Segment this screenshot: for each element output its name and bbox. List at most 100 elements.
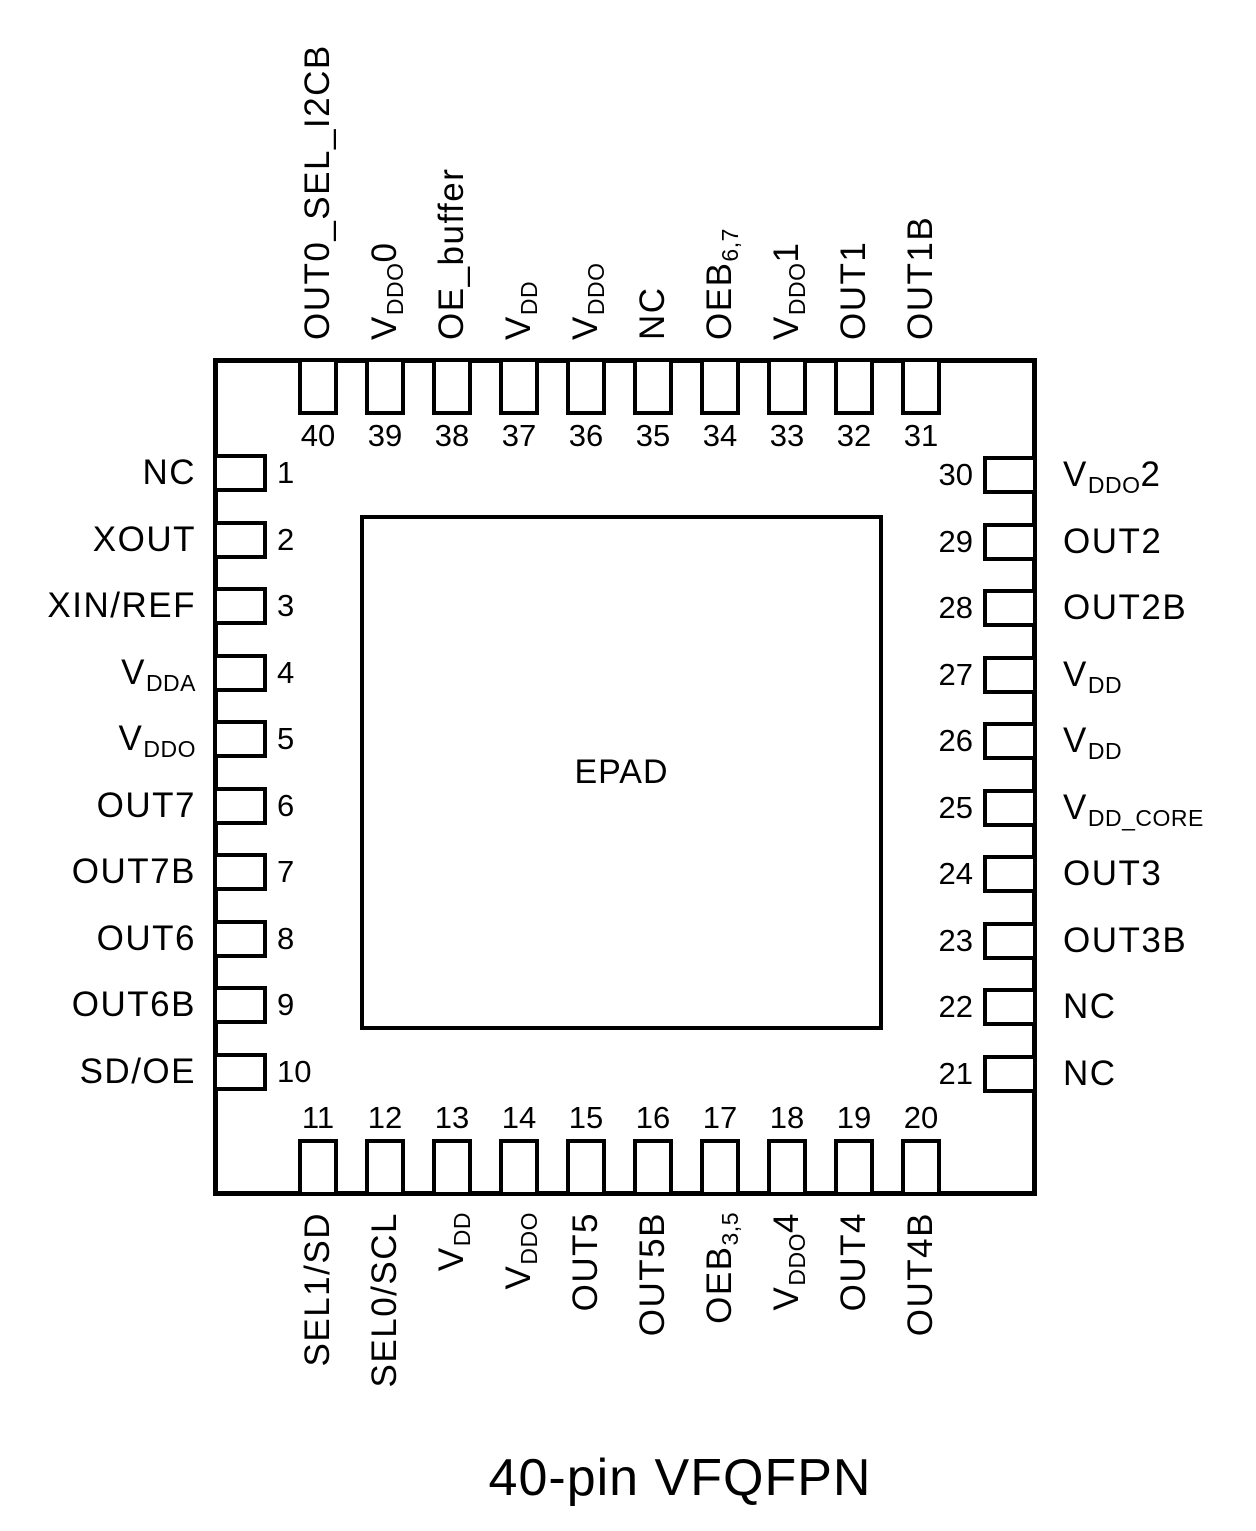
pin-label-subscript: DD (1087, 738, 1123, 764)
pin-label-text: OUT6 (96, 918, 196, 958)
pin-label-subscript: DDO (143, 736, 196, 762)
pin-17-number: 17 (702, 1100, 738, 1135)
pin-label-subscript: DDO (1087, 472, 1141, 498)
pin-20-box (901, 1139, 941, 1196)
pin-label-text: OUT4B (901, 1212, 940, 1337)
pin-21-number: 21 (938, 1055, 973, 1091)
pin-1-box (213, 454, 267, 492)
pin-40-label: OUT0_SEL_I2CB (298, 0, 337, 340)
pin-40-number: 40 (300, 418, 336, 453)
pin-3-number: 3 (277, 588, 295, 623)
pin-label-subscript: DDO (516, 1212, 542, 1265)
pin-35-number: 35 (635, 418, 671, 453)
pin-24-label: OUT3 (1063, 856, 1256, 892)
pin-32-box (834, 358, 874, 415)
pin-31-label: OUT1B (901, 0, 940, 340)
pin-label-subscript: DD_CORE (1087, 804, 1204, 831)
pin-32-number: 32 (836, 418, 872, 453)
pin-label-text: OUT1B (901, 215, 940, 340)
pin-label-text: OUT2B (1063, 588, 1188, 627)
pin-5-box (213, 720, 267, 758)
pin-25-box (983, 788, 1037, 827)
pin-label-text: SD/OE (79, 1051, 196, 1091)
pin-4-box (213, 653, 267, 692)
pin-15-number: 15 (568, 1100, 604, 1135)
pin-22-box (983, 988, 1037, 1026)
pin-33-box (767, 358, 807, 415)
pin-25-label: VDD_CORE (1063, 787, 1256, 831)
pin-20-number: 20 (903, 1100, 939, 1135)
pin-10-box (213, 1052, 267, 1091)
pin-label-text: 1 (767, 241, 806, 263)
pin-30-box (983, 456, 1037, 494)
pin-label-text: NC (142, 453, 196, 492)
pin-label-text: V (1063, 721, 1088, 760)
pin-label-text: SEL1/SD (298, 1212, 337, 1367)
pin-33-number: 33 (769, 418, 805, 453)
pin-39-label: VDDO0 (365, 0, 408, 340)
pin-34-label: OEB6,7 (700, 0, 743, 340)
pin-38-box (432, 358, 472, 415)
pin-label-text: 4 (767, 1212, 806, 1233)
pin-label-text: NC (1063, 987, 1117, 1026)
pin-37-number: 37 (501, 418, 537, 453)
pin-12-box (365, 1139, 405, 1196)
pin-11-box (298, 1139, 338, 1196)
pin-label-text: OUT5 (566, 1212, 605, 1312)
pin-6-label: OUT7 (0, 787, 196, 824)
pin-32-label: OUT1 (834, 0, 873, 340)
pin-label-text: NC (633, 286, 672, 340)
pin-label-text: V (118, 719, 144, 758)
pin-28-box (983, 589, 1037, 627)
pin-29-box (983, 522, 1037, 561)
pin-label-text: NC (1063, 1053, 1117, 1093)
pin-label-text: V (1063, 654, 1088, 694)
pin-label-text: OUT4 (834, 1212, 873, 1312)
pin-6-box (213, 786, 267, 825)
pin-label-subscript: DD (516, 280, 542, 316)
pin-36-label: VDDO (566, 0, 609, 340)
pin-33-label: VDDO1 (767, 0, 810, 340)
pin-label-subscript: DDO (784, 262, 810, 316)
pin-26-number: 26 (938, 723, 973, 758)
pin-label-text: OUT7B (71, 852, 196, 891)
pin-label-text: OUT2 (1063, 521, 1163, 561)
pin-label-text: V (121, 652, 146, 692)
pin-9-label: OUT6B (0, 987, 196, 1023)
pin-25-number: 25 (938, 789, 973, 825)
pin-label-subscript: DD (1087, 671, 1123, 698)
pin-23-number: 23 (938, 922, 973, 958)
pin-9-number: 9 (277, 987, 295, 1022)
pin-label-text: OUT3 (1063, 854, 1163, 893)
pin-16-box (633, 1139, 673, 1196)
pin-1-number: 1 (277, 455, 295, 490)
pin-label-text: OUT6B (71, 985, 196, 1024)
pin-label-text: OUT3B (1063, 920, 1188, 960)
pin-31-box (901, 358, 941, 415)
pin-17-box (700, 1139, 740, 1196)
pin-36-number: 36 (568, 418, 604, 453)
pin-5-label: VDDO (0, 719, 196, 763)
pin-label-text: XOUT (92, 519, 196, 559)
pin-2-box (213, 520, 267, 559)
pin-4-label: VDDA (0, 652, 196, 696)
pin-34-number: 34 (702, 418, 738, 453)
pin-label-text: OUT1 (834, 240, 873, 340)
pin-label-text: V (1063, 455, 1088, 494)
pin-label-text: V (499, 315, 538, 340)
pin-label-text: V (1063, 787, 1088, 827)
pin-3-box (213, 587, 267, 625)
pin-26-box (983, 722, 1037, 760)
pin-1-label: NC (0, 455, 196, 491)
pin-5-number: 5 (277, 721, 295, 756)
pin-label-subscript: 6,7 (717, 228, 743, 262)
pin-29-number: 29 (938, 523, 973, 559)
pin-7-label: OUT7B (0, 854, 196, 890)
pin-24-number: 24 (938, 856, 973, 891)
pin-21-label: NC (1063, 1053, 1256, 1093)
pin-23-label: OUT3B (1063, 920, 1256, 960)
pin-8-number: 8 (277, 920, 295, 956)
pin-3-label: XIN/REF (0, 588, 196, 624)
pin-39-box (365, 358, 405, 415)
pin-label-text: V (365, 315, 404, 340)
